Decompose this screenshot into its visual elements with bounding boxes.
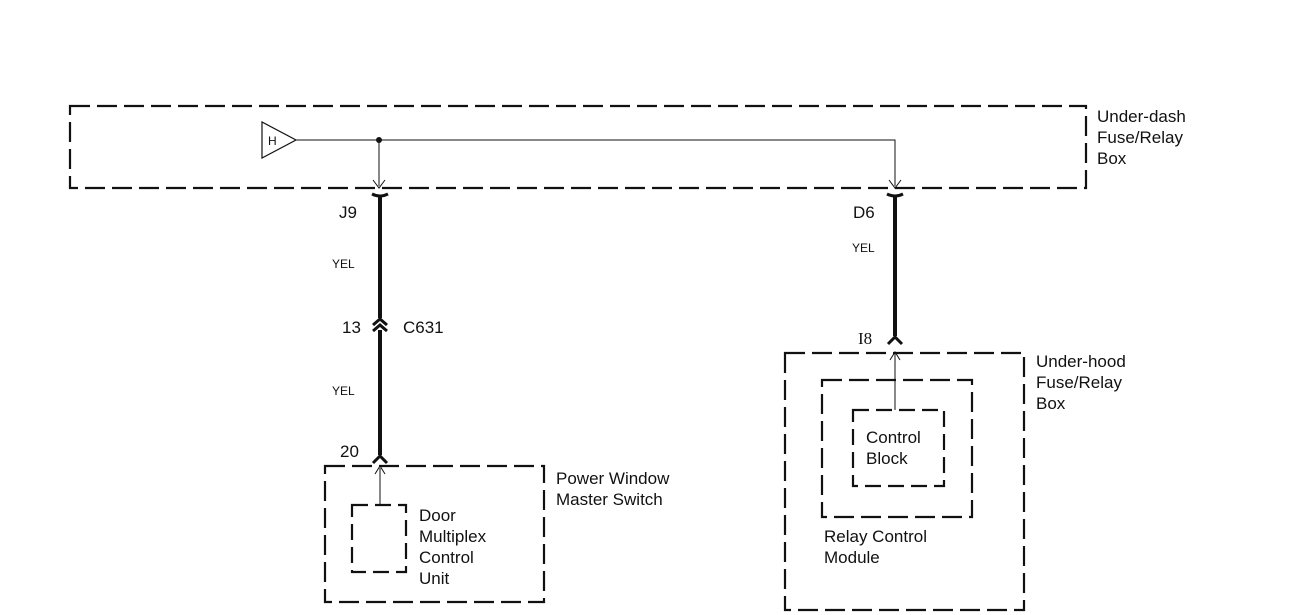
under-dash-label-line-2: Fuse/Relay [1097,128,1183,147]
under-hood-label-line-2: Fuse/Relay [1036,373,1122,392]
connector-c631-icon [372,317,388,333]
c631-pin-label: 13 [342,318,361,337]
control-block-label-line-1: Control [866,428,921,447]
bus-wire [296,139,896,186]
arrow-j9-icon [372,179,386,189]
power-source-triangle-icon: H [261,121,298,159]
wire-color-d6-i8: YEL [852,241,875,255]
terminal-j9-label: J9 [339,203,357,222]
wire-color-c631-20: YEL [332,384,355,398]
dmcu-label-line-1: Door [419,506,456,525]
pin-20-label: 20 [340,442,359,461]
connector-d6-icon [886,192,904,198]
arrow-d6-icon [888,179,902,189]
under-hood-label-line-3: Box [1036,394,1066,413]
relay-control-module-box [820,378,974,519]
rcm-label-line-1: Relay Control [824,527,927,546]
pwms-label-line-1: Power Window [556,469,670,488]
power-source-label: H [268,134,277,148]
arrow-20-icon [374,465,386,475]
control-block-label-line-2: Block [866,449,908,468]
dmcu-label-line-3: Control [419,548,474,567]
under-hood-fuse-relay-box [783,351,1026,612]
control-block-box [851,408,946,488]
connector-20-icon [371,453,389,465]
connector-j9-icon [371,192,389,198]
dmcu-label-line-2: Multiplex [419,527,487,546]
under-dash-label-line-1: Under-dash [1097,107,1186,126]
door-multiplex-control-unit-box [350,503,408,574]
under-hood-label-line-1: Under-hood [1036,352,1126,371]
dmcu-label-line-4: Unit [419,569,450,588]
terminal-d6-label: D6 [853,203,875,222]
wire-color-j9-c631: YEL [332,257,355,271]
under-dash-fuse-relay-box [68,104,1088,190]
power-window-master-switch-box [323,464,546,604]
connector-i8-icon [886,334,904,346]
c631-connector-label: C631 [403,318,444,337]
arrow-i8-icon [889,351,901,361]
under-dash-label-line-3: Box [1097,149,1127,168]
pwms-label-line-2: Master Switch [556,490,663,509]
terminal-i8-label: I8 [858,329,872,348]
rcm-label-line-2: Module [824,548,880,567]
